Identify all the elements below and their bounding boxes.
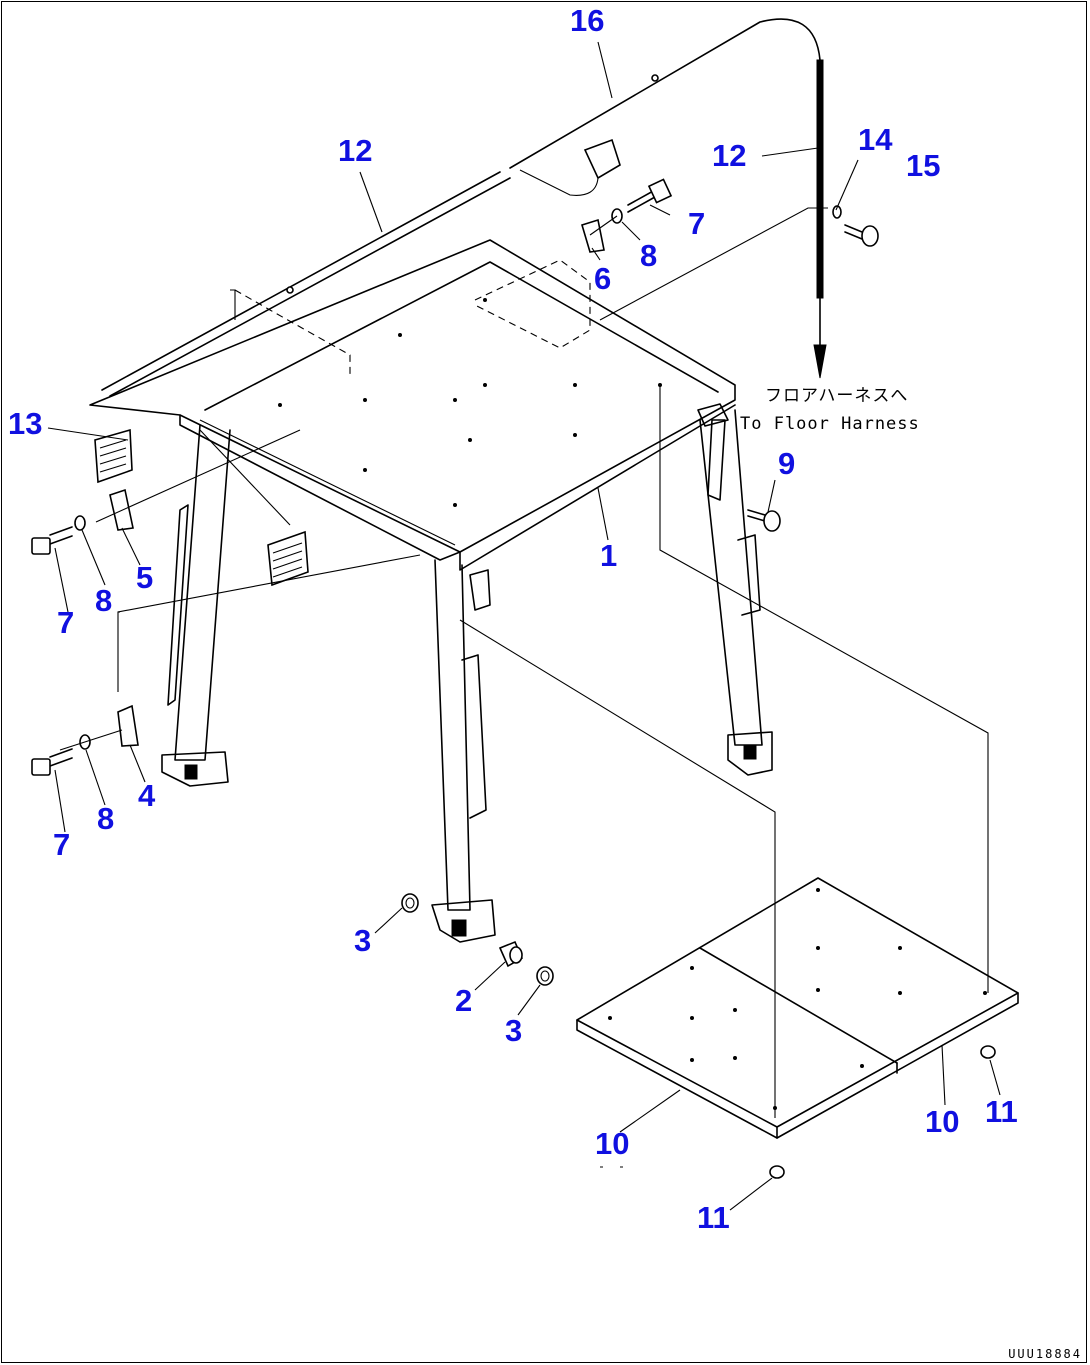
callout-4: 4 (138, 778, 156, 813)
roof-holes (278, 298, 662, 507)
bushing-2 (498, 940, 524, 968)
callout-11-right: 11 (985, 1094, 1018, 1129)
callout-14: 14 (858, 122, 893, 157)
callout-5: 5 (136, 560, 154, 595)
note-floor-harness-jp: フロアハーネスへ (765, 386, 909, 406)
callout-10-right: 10 (925, 1104, 960, 1139)
bracket-4 (117, 704, 139, 747)
post-left-rear (161, 424, 231, 787)
callout-6: 6 (594, 261, 612, 296)
bushing-3-upper (401, 893, 419, 913)
callout-7-mid: 7 (57, 605, 75, 640)
callout-8-mid: 8 (95, 583, 113, 618)
nut-11-right (980, 1045, 996, 1059)
callout-8-top: 8 (640, 238, 658, 273)
bolt-15 (844, 224, 879, 247)
drawing-number: UUU18884 (1008, 1347, 1082, 1361)
callout-12-left: 12 (338, 133, 373, 168)
callout-12-right: 12 (712, 138, 747, 173)
bolt-7-mid (31, 526, 73, 555)
post-right-rear (697, 403, 773, 776)
bolt-7-low (31, 748, 73, 776)
bracket-6 (581, 218, 605, 253)
callout-7-top: 7 (688, 206, 706, 241)
callout-9: 9 (778, 446, 796, 481)
bushing-3-lower (536, 966, 554, 986)
rear-lamp (519, 138, 621, 196)
bolt-7-top (627, 178, 673, 213)
work-lamp-13-left (47, 427, 133, 484)
callout-15: 15 (906, 148, 941, 183)
callout-2: 2 (455, 983, 473, 1018)
assembly-lines (59, 207, 989, 1168)
antenna-rod-12 (761, 59, 827, 379)
canopy-roof (89, 239, 736, 571)
leader-lines (54, 41, 1001, 1211)
cable-16 (509, 18, 821, 169)
note-floor-harness-en: To Floor Harness (740, 414, 920, 434)
washer-8-mid (74, 515, 86, 531)
callout-8-low: 8 (97, 801, 115, 836)
post-front (431, 559, 496, 943)
callout-10-left: 10 (595, 1126, 630, 1161)
floor-plates-10 (576, 877, 1019, 1139)
callout-1: 1 (600, 538, 618, 573)
callout-11-bottom: 11 (697, 1200, 730, 1235)
nut-11-bottom (769, 1165, 785, 1179)
callout-3-upper: 3 (354, 923, 372, 958)
callout-3-lower: 3 (505, 1013, 523, 1048)
floor-holes (608, 888, 987, 1110)
bolt-9 (747, 509, 781, 532)
callout-13: 13 (8, 406, 43, 441)
wire-12 (101, 171, 511, 397)
work-lamp-left-lower (199, 429, 309, 587)
callout-16: 16 (570, 3, 605, 38)
callout-7-low: 7 (53, 827, 71, 862)
washer-14 (832, 205, 842, 219)
